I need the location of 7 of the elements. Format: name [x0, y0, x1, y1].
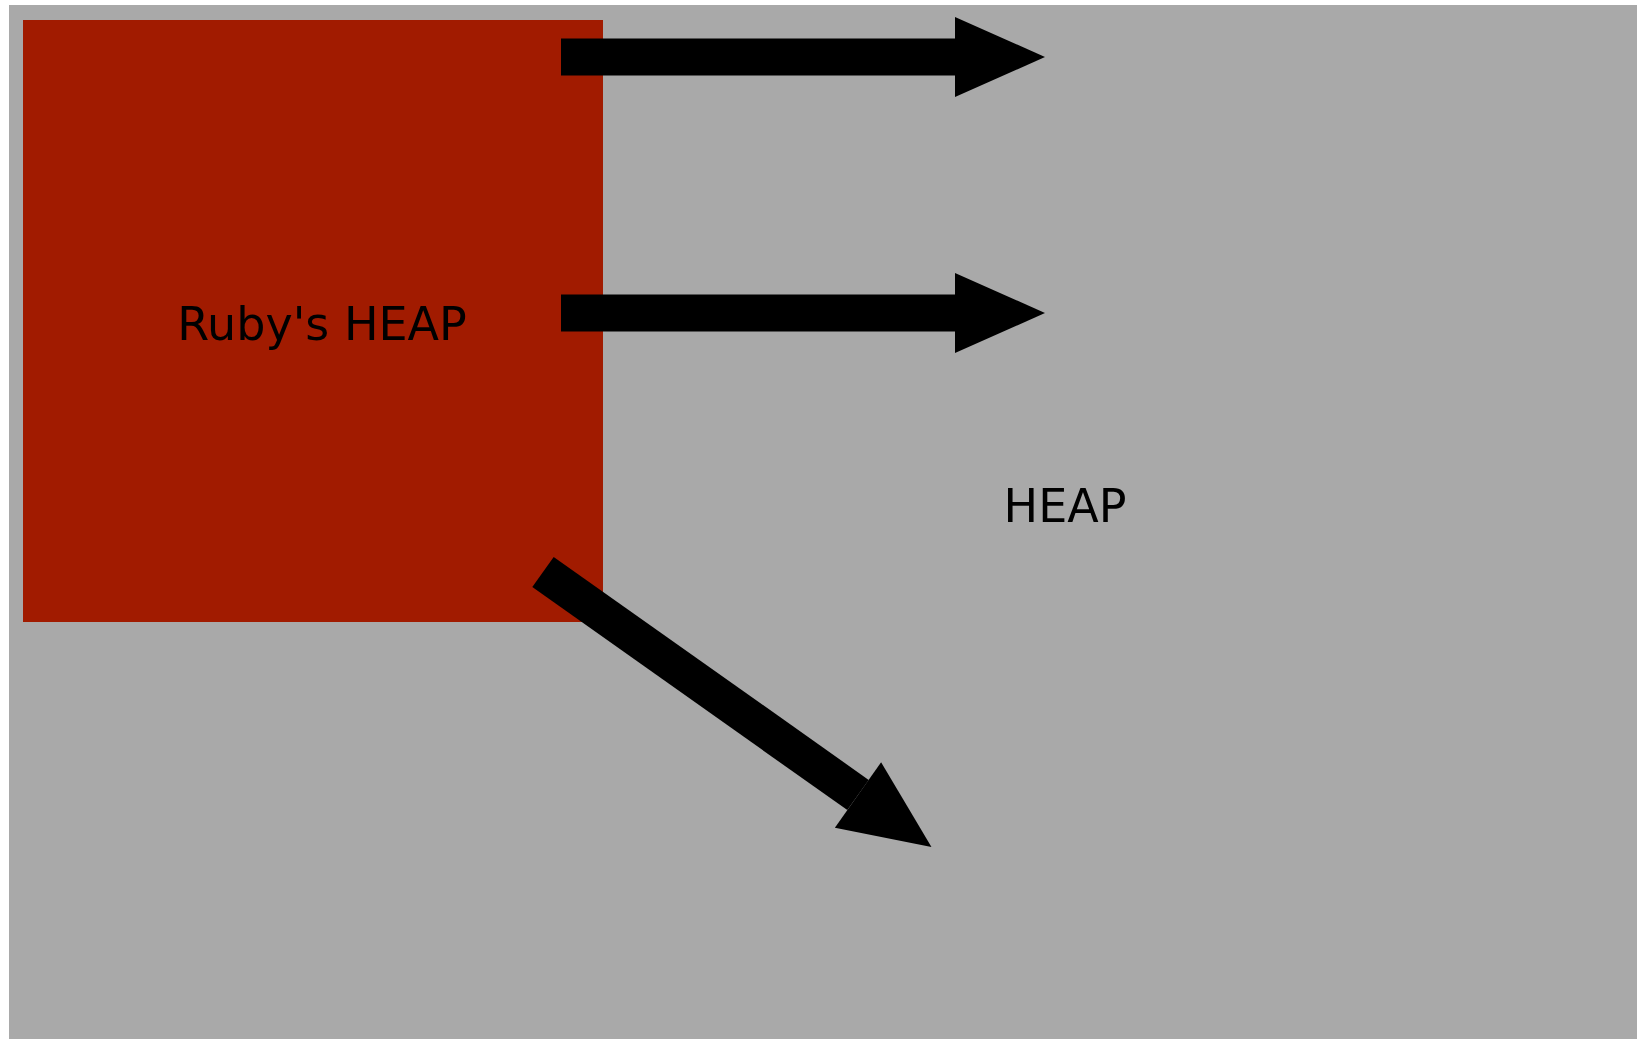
arrow [561, 273, 1045, 353]
heap-area [9, 5, 1637, 1039]
arrow [532, 556, 932, 847]
ruby-heap-box [23, 20, 603, 622]
heap-label: Ruby's HEAP [177, 297, 467, 351]
heap-label: HEAP [1003, 479, 1127, 533]
arrow [561, 17, 1045, 97]
